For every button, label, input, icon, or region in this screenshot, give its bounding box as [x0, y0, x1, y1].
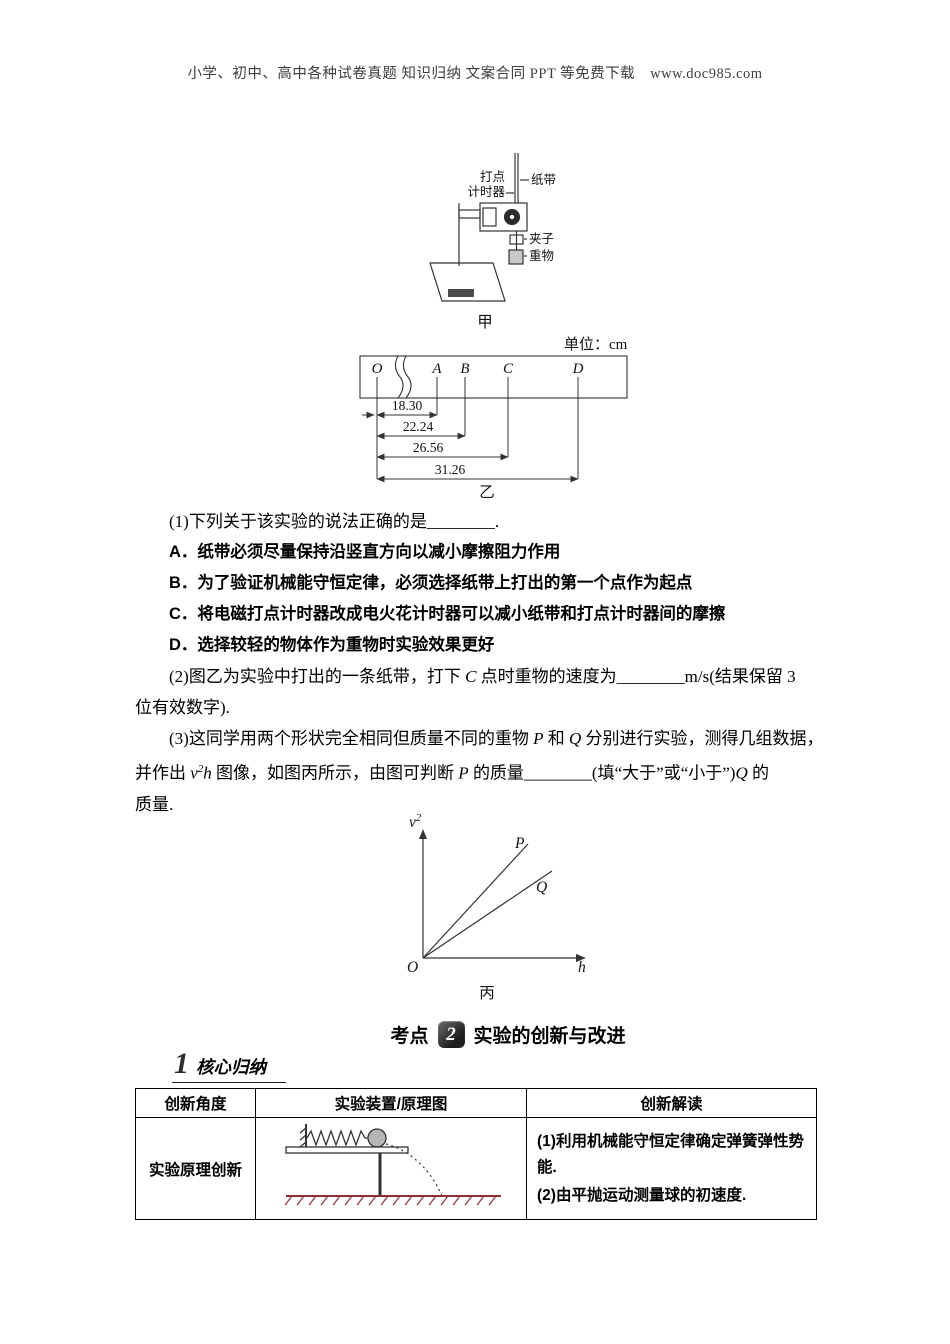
question-3-line3: 质量.	[135, 794, 174, 814]
core-summary-heading: 1 核心归纳	[172, 1047, 286, 1083]
core-title: 核心归纳	[196, 1057, 266, 1077]
topic-prefix: 考点	[390, 1026, 429, 1047]
figure-yi-caption: 乙	[479, 484, 495, 501]
question-1: (1)下列关于该实验的说法正确的是________.	[169, 512, 500, 531]
q3-sup-2: 2	[197, 763, 204, 775]
dimension-lines	[362, 411, 579, 483]
y-label-sup: 2	[416, 813, 422, 824]
spring-apparatus	[285, 1124, 443, 1197]
core-number: 1	[174, 1047, 189, 1080]
table-row: 实验原理创新	[135, 1117, 817, 1220]
point-ticks	[376, 377, 579, 479]
label-Q: Q	[536, 879, 547, 896]
table-header-row: 创新角度 实验装置/原理图 创新解读	[135, 1088, 817, 1118]
point-A: A	[431, 361, 442, 377]
topic-title: 实验的创新与改进	[473, 1026, 626, 1047]
tape-label: 纸带	[531, 173, 556, 187]
projectile-path	[385, 1143, 443, 1197]
cell-innovation-notes: (1)利用机械能守恒定律确定弹簧弹性势能. (2)由平抛运动测量球的初速度.	[526, 1117, 817, 1220]
apparatus-drawing	[429, 153, 529, 302]
q3-text-b: 和	[543, 729, 569, 748]
figure-bing-caption: 丙	[479, 985, 495, 1002]
question-block: (1)下列关于该实验的说法正确的是________. A．纸带必须尽量保持沿竖直…	[135, 506, 835, 820]
q3-var-Q2: Q	[735, 763, 748, 783]
timer-label-line2: 计时器	[467, 185, 505, 199]
point-O: O	[372, 361, 383, 377]
q3-var-P: P	[533, 729, 544, 748]
q2-text-b: 点时重物的速度为________m/s(结果保留 3	[476, 667, 796, 686]
q3-var-v: v	[190, 763, 198, 783]
graph-figure-bing: v2 P Q O h 丙	[407, 813, 586, 1002]
origin-label: O	[407, 959, 418, 976]
option-C: C．将电磁打点计时器改成电火花计时器可以减小纸带和打点计时器间的摩擦	[169, 605, 726, 623]
option-B: B．为了验证机械能守恒定律，必须选择纸带上打出的第一个点作为起点	[169, 574, 693, 592]
timer-label-line1: 打点	[480, 170, 505, 184]
unit-label: 单位：cm	[564, 336, 628, 353]
page-header-text: 小学、初中、高中各种试卷真题 知识归纳 文案合同 PPT 等免费下载 www.d…	[187, 66, 763, 82]
q3-text-g: 的	[747, 763, 769, 783]
q3-var-h: h	[203, 763, 212, 783]
cell-principle-diagram	[255, 1117, 527, 1220]
dim-22-24: 22.24	[403, 419, 434, 434]
y-label-v: v	[409, 814, 416, 831]
col-header-angle: 创新角度	[135, 1088, 256, 1118]
col-header-notes: 创新解读	[526, 1088, 817, 1118]
graph-lines	[422, 843, 553, 959]
question-2-line2: 位有效数字).	[135, 698, 230, 717]
clip-label: 夹子	[529, 232, 554, 246]
q3-text-d: 并作出	[135, 763, 191, 783]
ball	[367, 1128, 387, 1148]
q2-var-C: C	[465, 667, 477, 686]
figure-jia-caption: 甲	[477, 314, 493, 331]
note-1: (1)利用机械能守恒定律确定弹簧弹性势能.	[537, 1132, 804, 1176]
dim-18-30: 18.30	[392, 398, 423, 413]
question-2-line1: (2)图乙为实验中打出的一条纸带，打下 C 点时重物的速度为________m/…	[135, 661, 835, 692]
question-3-line2: 并作出 v2h 图像，如图丙所示，由图可判断 P 的质量________(填“大…	[135, 754, 835, 789]
label-P: P	[514, 835, 525, 852]
tape-outline	[359, 355, 628, 399]
y-axis-label: v2	[409, 813, 422, 831]
weight-label: 重物	[529, 248, 554, 263]
q3-text-a: (3)这同学用两个形状完全相同但质量不同的重物	[169, 729, 534, 748]
innovation-table: 创新角度 实验装置/原理图 创新解读 实验原理创新	[135, 1088, 817, 1220]
tape-figure-yi: 单位：cm O A B C D 18.30 22.24 26.56 31.26	[359, 336, 628, 501]
q3-text-c: 分别进行实验，测得几组数据，	[581, 729, 824, 748]
graph-axes	[418, 829, 586, 963]
option-A: A．纸带必须尽量保持沿竖直方向以减小摩擦阻力作用	[169, 543, 561, 561]
q3-text-f: 的质量________(填“大于”或“小于”)	[468, 763, 736, 783]
dim-31-26: 31.26	[435, 462, 466, 477]
topic-heading: 考点 2 实验的创新与改进	[33, 1021, 950, 1048]
option-D: D．选择较轻的物体作为重物时实验效果更好	[169, 636, 495, 654]
q2-text-a: (2)图乙为实验中打出的一条纸带，打下	[169, 667, 466, 686]
q3-var-P2: P	[458, 763, 469, 783]
question-3-line1: (3)这同学用两个形状完全相同但质量不同的重物 P 和 Q 分别进行实验，测得几…	[135, 723, 835, 754]
q3-var-Q: Q	[568, 729, 582, 748]
topic-number-badge: 2	[437, 1021, 465, 1048]
q3-text-e: 图像，如图丙所示，由图可判断	[211, 763, 459, 783]
point-B: B	[460, 361, 469, 377]
line-Q	[422, 870, 553, 959]
x-axis-label: h	[578, 959, 586, 976]
spring-launch-diagram	[284, 1124, 501, 1206]
note-2: (2)由平抛运动测量球的初速度.	[537, 1186, 747, 1204]
line-P	[422, 843, 529, 959]
point-D: D	[572, 361, 584, 377]
ground	[284, 1195, 501, 1206]
dim-26-56: 26.56	[413, 440, 444, 455]
col-header-diagram: 实验装置/原理图	[255, 1088, 527, 1118]
apparatus-figure-jia: 打点 计时器 纸带 夹子 重物 甲	[429, 153, 556, 331]
point-C: C	[503, 361, 514, 377]
cell-innovation-angle: 实验原理创新	[135, 1117, 256, 1220]
